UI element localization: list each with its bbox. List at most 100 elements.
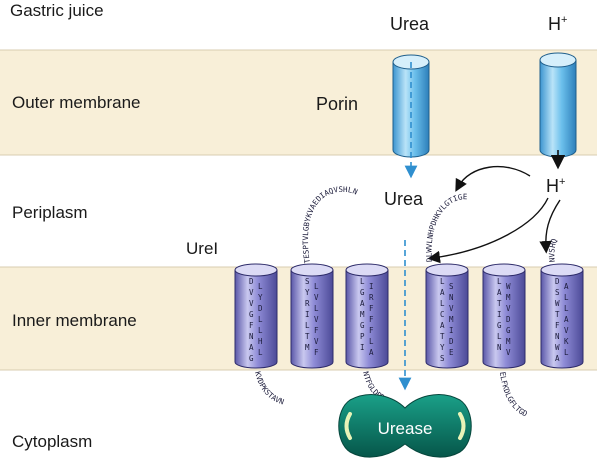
helix-residue: G [249, 354, 254, 363]
region-label-outer-membrane: Outer membrane [12, 93, 141, 112]
helix-residue: A [497, 288, 502, 297]
helix-residue: L [258, 326, 263, 335]
urei-label: UreI [186, 239, 218, 258]
proton-label-periplasm: H+ [546, 176, 565, 196]
helix-residue: M [506, 337, 511, 346]
region-label-inner-membrane: Inner membrane [12, 311, 137, 330]
helix-residue: G [249, 310, 254, 319]
helix-residue: L [369, 337, 374, 346]
helix-residue: A [360, 299, 365, 308]
helix-residue: F [369, 326, 374, 335]
helix-residue: V [314, 293, 319, 302]
helix-residue: Y [305, 288, 310, 297]
helix-residue: R [305, 299, 310, 308]
helix-residue: L [564, 293, 569, 302]
helix-residue: V [314, 315, 319, 324]
helix-residue: Y [258, 293, 263, 302]
helix-residue: D [249, 277, 254, 286]
helix-residue: G [360, 288, 365, 297]
helix-residue: D [449, 337, 454, 346]
helix-residue: L [360, 277, 365, 286]
helix-residue: A [564, 282, 569, 291]
helix-residue: F [314, 348, 319, 357]
helix-residue: A [249, 343, 254, 352]
helix-residue: L [564, 304, 569, 313]
helix-residue: F [369, 315, 374, 324]
helix-residue: N [497, 343, 502, 352]
region-label-gastric-juice: Gastric juice [10, 1, 104, 20]
helix-residue: F [314, 326, 319, 335]
helix-residue: G [360, 321, 365, 330]
helix-residue: I [449, 326, 454, 335]
loop-residues-5: ELFKDLGFLTGD [498, 371, 529, 419]
helix-residue: V [449, 304, 454, 313]
porin-channel-proton [539, 52, 577, 170]
proton-arrow-to-loop [455, 165, 531, 192]
helix-residue: L [314, 282, 319, 291]
region-label-cytoplasm: Cytoplasm [12, 432, 92, 451]
helix-residue: D [258, 304, 263, 313]
helix-residue: V [506, 304, 511, 313]
helix-residue: F [249, 321, 254, 330]
loop-residues-2: TESPTVLGBYKVAEDIAQVSHLN [301, 185, 359, 264]
helix-residue: H [258, 337, 263, 346]
helix-residue: N [555, 332, 560, 341]
helix-residue: E [449, 348, 454, 357]
helix-residue: S [440, 354, 445, 363]
helix-residue: I [497, 310, 502, 319]
helix-residue: A [564, 315, 569, 324]
helix-residue: G [506, 326, 511, 335]
helix-residue: A [440, 288, 445, 297]
helix-residue: L [258, 315, 263, 324]
helix-residue: T [497, 299, 502, 308]
helix-residue: R [369, 293, 374, 302]
helix-residue: A [555, 354, 560, 363]
helix-residue: L [440, 299, 445, 308]
helix-residue: W [555, 343, 560, 352]
helix-residue: L [258, 282, 263, 291]
helix-residue: Y [440, 343, 445, 352]
helix-residue: L [497, 277, 502, 286]
helix-residue: I [369, 282, 374, 291]
proton-label-top: H+ [548, 14, 567, 34]
urease-enzyme: Urease [338, 394, 472, 458]
helix-residue: T [555, 310, 560, 319]
loop-residues-1: KVDPKSTAVN [253, 370, 285, 406]
helix-residue: V [314, 337, 319, 346]
helix-residue: L [564, 348, 569, 357]
helix-residue: V [249, 288, 254, 297]
helix-residue: G [497, 321, 502, 330]
helix-residue: L [314, 304, 319, 313]
helix-residue: W [506, 282, 511, 291]
helix-residue: L [497, 332, 502, 341]
helix-residue: F [555, 321, 560, 330]
helix-residue: D [506, 315, 511, 324]
helix-residue: L [305, 321, 310, 330]
helix-residue: I [360, 343, 365, 352]
helix-residue: M [305, 343, 310, 352]
helix-residue: I [305, 310, 310, 319]
helix-residue: P [360, 332, 365, 341]
helix-residue: S [305, 277, 310, 286]
helix-residue: K [564, 337, 569, 346]
helix-residue: V [506, 348, 511, 357]
helix-residue: A [369, 348, 374, 357]
helix-residue: F [369, 304, 374, 313]
outer-membrane-band [0, 50, 597, 155]
helix-residue: C [440, 310, 445, 319]
porin-label: Porin [316, 94, 358, 114]
helix-residue: N [449, 293, 454, 302]
helix-residue: M [360, 310, 365, 319]
proton-arrow-to-loop-right [539, 199, 561, 254]
helix-residue: V [249, 299, 254, 308]
helix-residue: A [440, 321, 445, 330]
urease-label: Urease [378, 419, 433, 438]
urea-label-periplasm: Urea [384, 189, 424, 209]
